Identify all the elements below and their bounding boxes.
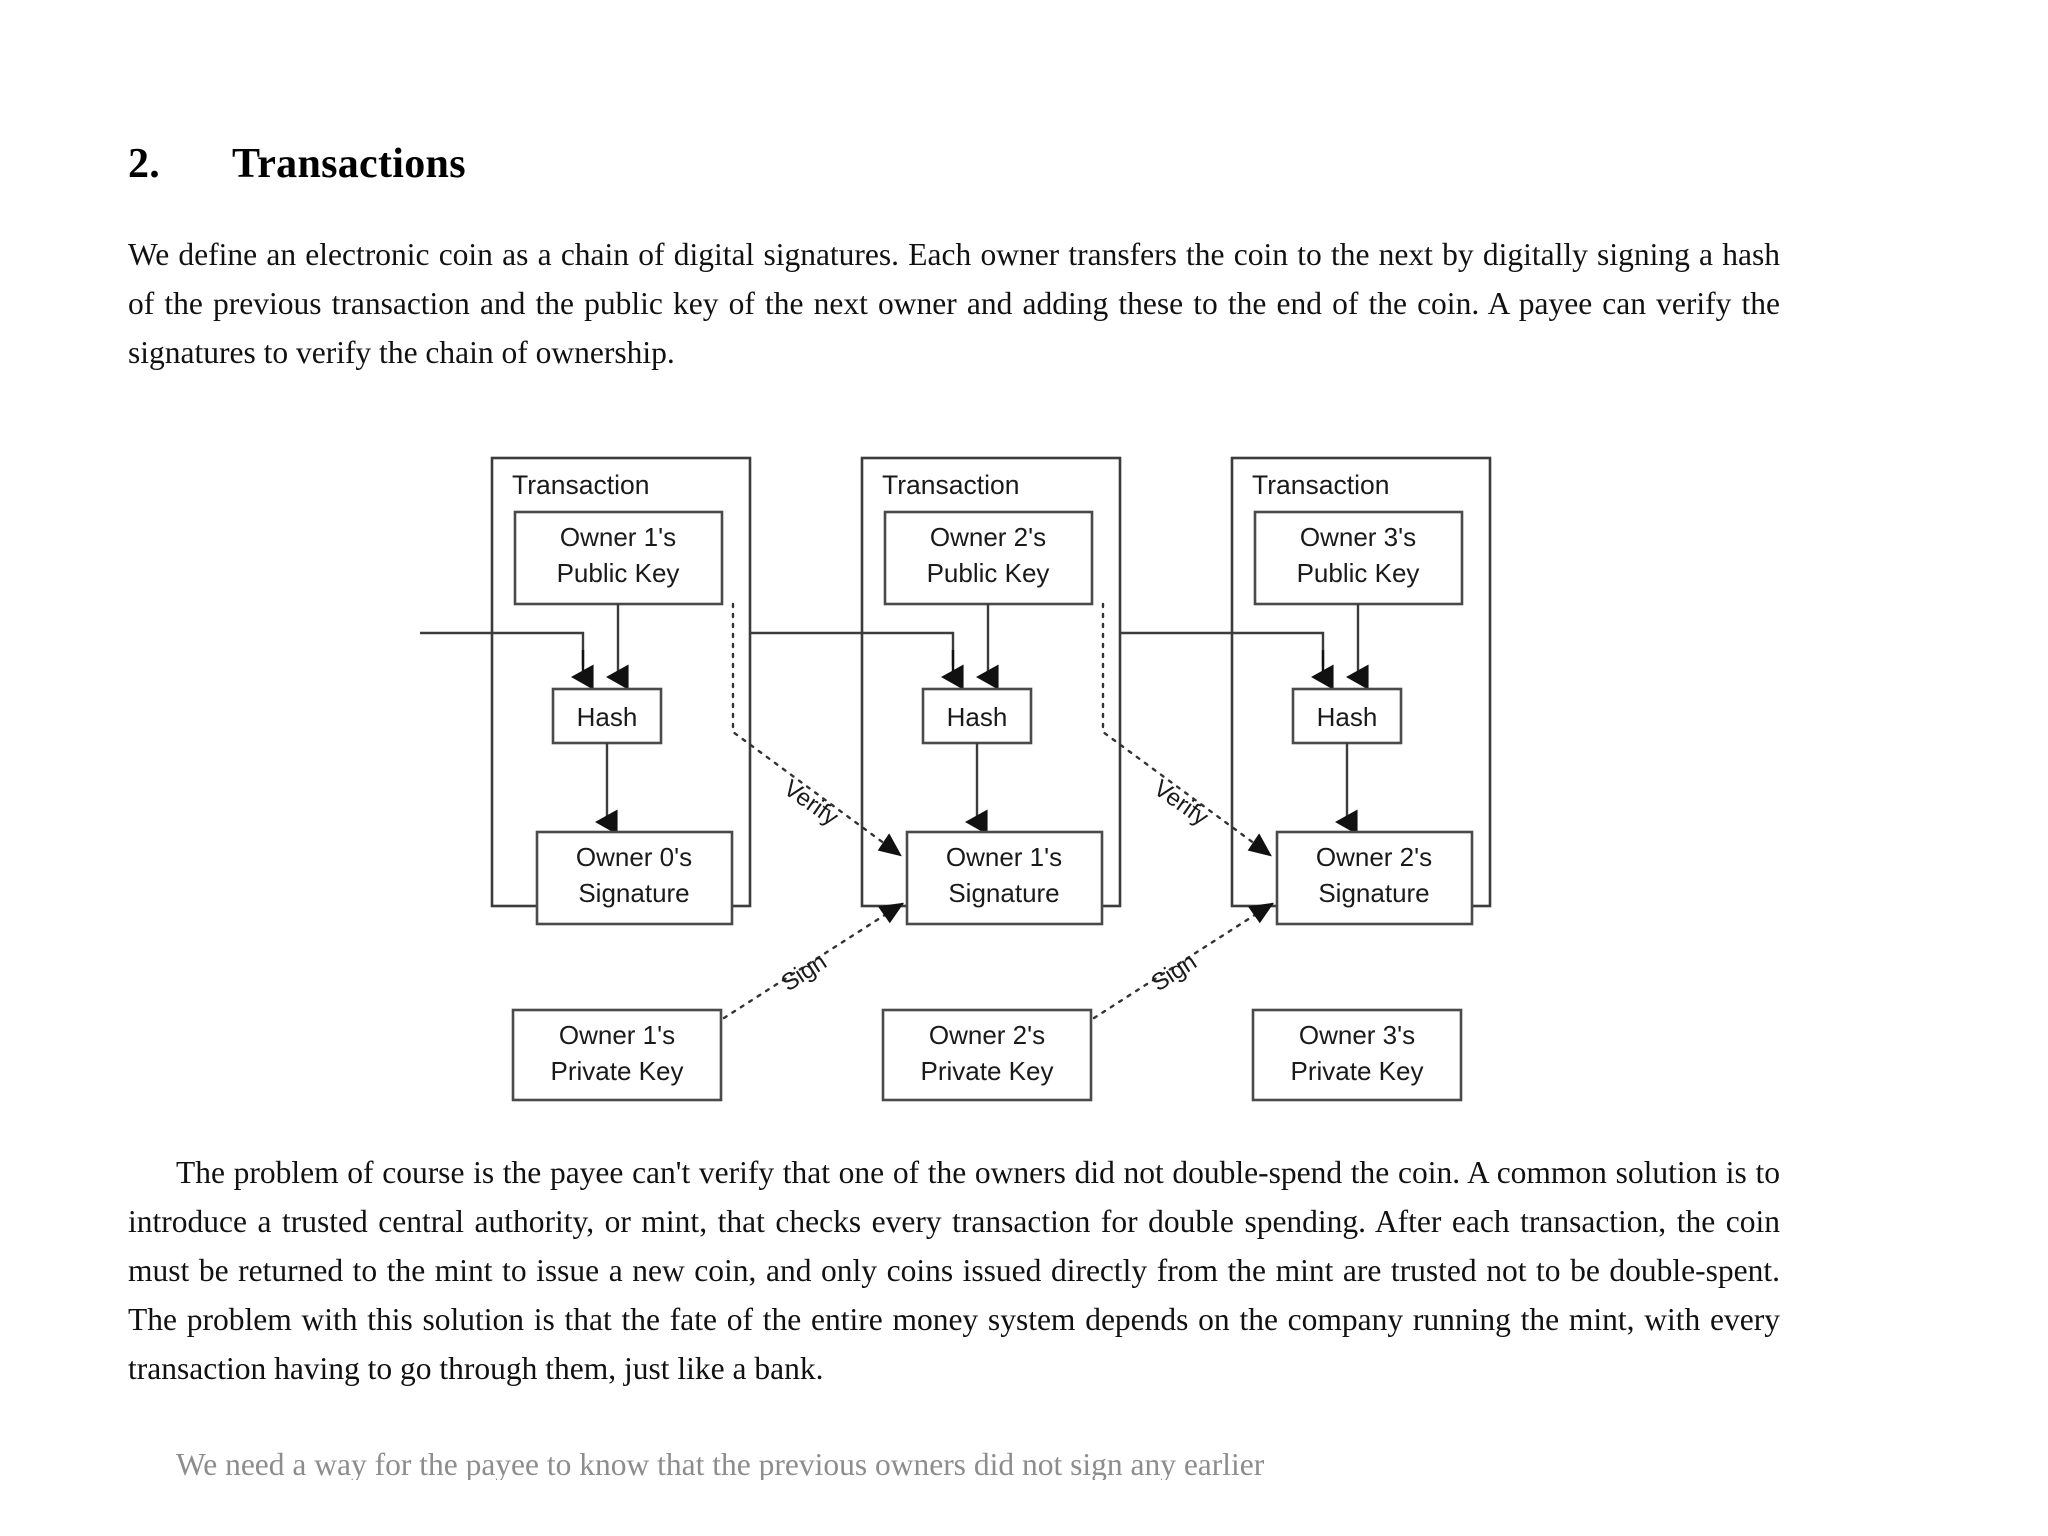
section-title: Transactions	[232, 141, 466, 187]
hash-box-1	[551, 687, 663, 745]
hash-label-3: Hash	[1317, 702, 1378, 732]
chain-line-in-1	[420, 631, 585, 666]
public-key-line1-2: Owner 2's	[930, 522, 1046, 552]
transaction-column-1: Transaction Owner 1's Public Key Hash Ow…	[420, 456, 752, 1102]
page-title: 2. Transactions	[128, 140, 466, 188]
hash-label-2: Hash	[947, 702, 1008, 732]
sign-label-2: Sign	[1147, 948, 1202, 997]
private-key-line1-2: Owner 2's	[929, 1020, 1045, 1050]
paragraph-intro: We define an electronic coin as a chain …	[128, 237, 1780, 370]
transaction-frame-label-1: Transaction	[512, 470, 649, 500]
public-key-line2-2: Public Key	[927, 558, 1050, 588]
signature-box-3	[1275, 830, 1474, 926]
signature-line2-2: Signature	[948, 878, 1059, 908]
private-key-line1-3: Owner 3's	[1299, 1020, 1415, 1050]
paragraph-double-spend: The problem of course is the payee can't…	[128, 1155, 1780, 1386]
verify-label-1: Verify	[779, 775, 844, 832]
private-key-line2-2: Private Key	[921, 1056, 1054, 1086]
verify-dotted-line-1	[731, 602, 902, 857]
public-key-box-3	[1253, 510, 1464, 606]
private-key-box-3	[1251, 1008, 1463, 1102]
signature-line2-3: Signature	[1318, 878, 1429, 908]
sign-label-1: Sign	[777, 948, 832, 997]
transaction-frame-label-2: Transaction	[882, 470, 1019, 500]
verify-label-2: Verify	[1149, 775, 1214, 832]
private-key-box-1	[511, 1008, 723, 1102]
public-key-line1-3: Owner 3's	[1300, 522, 1416, 552]
private-key-line2-3: Private Key	[1291, 1056, 1424, 1086]
public-key-line2-1: Public Key	[557, 558, 680, 588]
signature-line2-1: Signature	[578, 878, 689, 908]
public-key-line1-1: Owner 1's	[560, 522, 676, 552]
hash-label-1: Hash	[577, 702, 638, 732]
private-key-line1-1: Owner 1's	[559, 1020, 675, 1050]
transaction-frame-label-3: Transaction	[1252, 470, 1389, 500]
paragraph-cutoff: We need a way for the payee to know that…	[176, 1447, 1265, 1480]
signature-box-2	[905, 830, 1104, 926]
private-key-box-2	[881, 1008, 1093, 1102]
private-key-line2-1: Private Key	[551, 1056, 684, 1086]
signature-line1-3: Owner 2's	[1316, 842, 1432, 872]
hash-box-3	[1291, 687, 1403, 745]
transaction-column-3: Transaction Owner 3's Public Key Hash Ow…	[1120, 456, 1492, 1102]
chain-line-in-2	[750, 631, 955, 666]
transaction-chain-diagram: Transaction Owner 1's Public Key Hash Ow…	[0, 440, 2048, 1120]
public-key-box-2	[883, 510, 1094, 606]
verify-dotted-line-2	[1101, 602, 1272, 857]
section-number: 2.	[128, 141, 161, 187]
chain-line-in-3	[1120, 631, 1325, 666]
transaction-column-2: Transaction Owner 2's Public Key Hash Ow…	[750, 456, 1122, 1102]
signature-line1-2: Owner 1's	[946, 842, 1062, 872]
signature-box-1	[535, 830, 734, 926]
signature-line1-1: Owner 0's	[576, 842, 692, 872]
public-key-line2-3: Public Key	[1297, 558, 1420, 588]
